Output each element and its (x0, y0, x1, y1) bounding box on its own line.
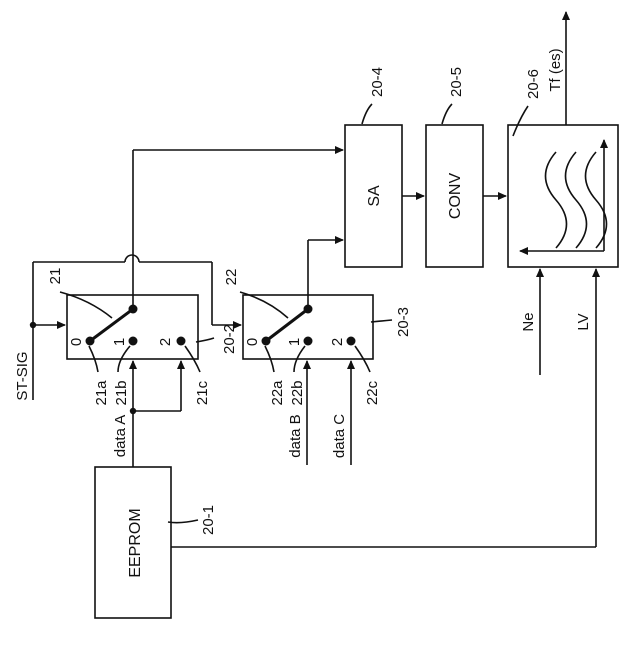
ref-21b: 21b (113, 380, 130, 405)
data-b-label: data B (287, 414, 304, 457)
ref-21a: 21a (93, 380, 110, 406)
sa-label: SA (366, 185, 383, 207)
eeprom-block: EEPROM (95, 467, 171, 618)
ref-20-2: 20-2 (221, 324, 238, 354)
ref-22b: 22b (289, 380, 306, 405)
conv-block: CONV (426, 125, 483, 267)
st-sig-label: ST-SIG (14, 351, 31, 400)
map-block (508, 125, 618, 267)
terminal-1-label-21: 1 (111, 338, 128, 346)
terminal-21b (129, 337, 138, 346)
ref-20-5: 20-5 (448, 67, 465, 97)
data-c-label: data C (331, 414, 348, 458)
terminal-0-label-21: 0 (68, 338, 85, 346)
terminal-2-label-21: 2 (157, 338, 174, 346)
ref-21c: 21c (194, 380, 211, 405)
terminal-2-label-22: 2 (329, 338, 346, 346)
terminal-0-label-22: 0 (244, 338, 261, 346)
ref-22a: 22a (269, 380, 286, 406)
ne-label: Ne (520, 312, 537, 331)
ref-20-1: 20-1 (200, 505, 217, 535)
terminal-22c (347, 337, 356, 346)
terminal-1-label-22: 1 (286, 338, 303, 346)
eeprom-label: EEPROM (127, 508, 144, 577)
data-a-label: data A (112, 415, 129, 458)
sa-block: SA (345, 125, 402, 267)
ref-20-4: 20-4 (369, 67, 386, 97)
ref-20-3: 20-3 (395, 307, 412, 337)
ref-22c: 22c (364, 380, 381, 405)
terminal-22b (304, 337, 313, 346)
lv-label: LV (575, 313, 592, 330)
ref-21: 21 (47, 268, 64, 285)
ref-22: 22 (223, 269, 240, 286)
ref-20-6: 20-6 (525, 69, 542, 99)
conv-label: CONV (447, 173, 464, 220)
terminal-21c (177, 337, 186, 346)
tf-es-label: Tf (es) (547, 48, 564, 91)
